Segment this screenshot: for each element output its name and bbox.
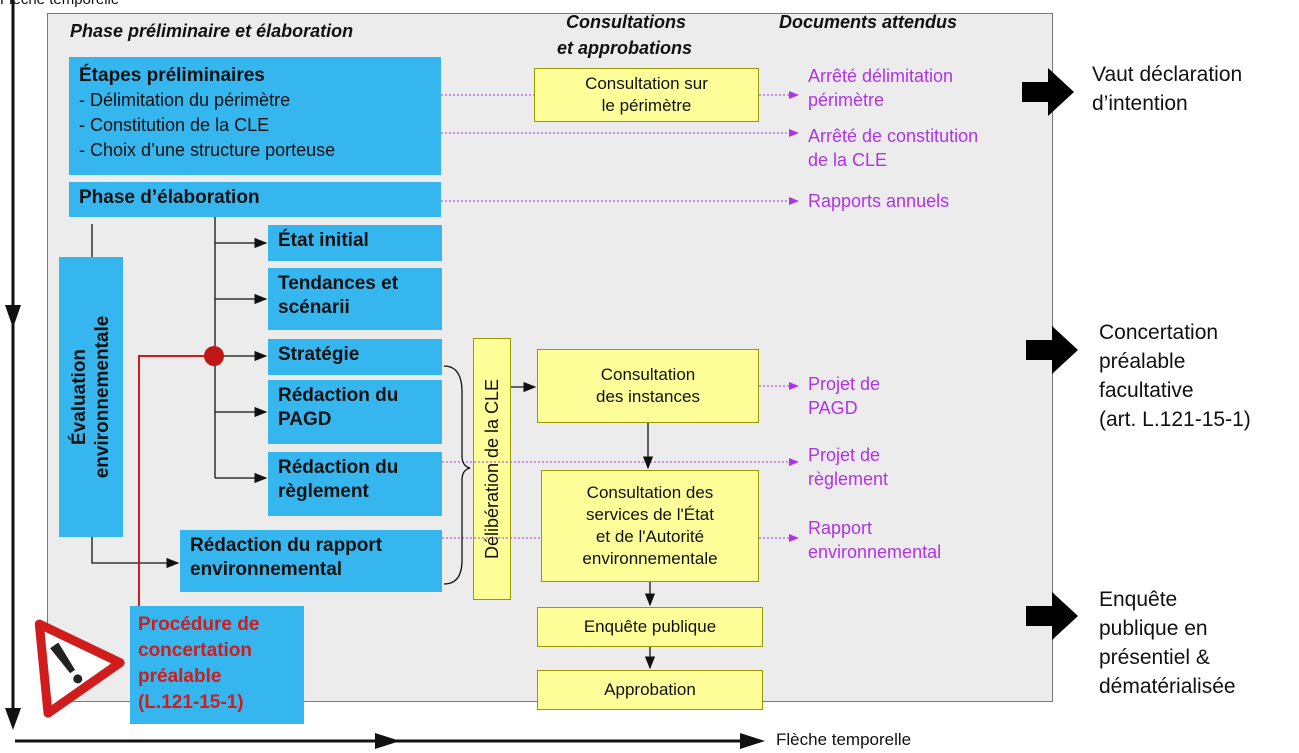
step-rapport-environnemental: Rédaction du rapport environnemental xyxy=(180,530,442,592)
concertation-line4: (L.121-15-1) xyxy=(138,692,244,713)
header-documents: Documents attendus xyxy=(779,12,958,32)
doc-rapports-annuels: Rapports annuels xyxy=(808,191,950,211)
note-concertation-prealable: Concertation préalable facultative (art.… xyxy=(1099,318,1251,434)
note-concert-line1: Concertation xyxy=(1099,321,1219,344)
consultation-services-line4: environnementale xyxy=(582,549,718,568)
doc-projet-reglement: Projet de règlement xyxy=(808,443,888,491)
consultation-services-box: Consultation des services de l'État et d… xyxy=(541,470,759,582)
consultation-services-line2: services de l'État xyxy=(586,505,714,524)
consultation-instances-line2: des instances xyxy=(596,387,700,406)
step-etat-initial: État initial xyxy=(268,225,442,261)
top-left-time-label: Flèche temporelle xyxy=(0,0,119,8)
concertation-procedure-box: Procédure de concertation préalable (L.1… xyxy=(130,606,304,724)
concertation-red-link xyxy=(138,355,213,606)
prelim-item: - Délimitation du périmètre xyxy=(79,90,291,110)
step-tendances-line2: scénarii xyxy=(278,297,350,318)
time-arrowhead-horizontal-2 xyxy=(740,733,765,749)
approbation-box: Approbation xyxy=(537,670,763,710)
deliberation-cle-box: Délibération de la CLE xyxy=(473,338,511,600)
concertation-line3: préalable xyxy=(138,666,222,687)
doc-rapport-environnemental: Rapport environnemental xyxy=(808,516,941,564)
note-vaut-line1: Vaut déclaration xyxy=(1092,63,1243,86)
note-concert-line3: facultative xyxy=(1099,379,1194,402)
consultation-services-line1: Consultation des xyxy=(586,483,714,502)
doc-arrete-constitution: Arrêté de constitution de la CLE xyxy=(808,124,978,172)
prelim-item: - Constitution de la CLE xyxy=(79,115,270,135)
note-enquete-line3: présentiel & xyxy=(1099,646,1210,669)
evaluation-to-rapport xyxy=(91,224,178,563)
consultation-instances-box: Consultation des instances xyxy=(537,349,759,423)
side-arrow-enquete xyxy=(1026,592,1078,640)
step-redaction-reglement: Rédaction du règlement xyxy=(268,452,442,516)
step-rapport-line1: Rédaction du rapport xyxy=(190,535,383,556)
phase-elaboration-box: Phase d’élaboration xyxy=(69,182,441,217)
note-vaut-line2: d’intention xyxy=(1092,92,1188,115)
note-enquete-publique: Enquête publique en présentiel & dématér… xyxy=(1099,585,1236,701)
step-pagd-line2: PAGD xyxy=(278,409,332,430)
step-tendances-line1: Tendances et xyxy=(278,273,399,294)
step-tendances: Tendances et scénarii xyxy=(268,268,442,330)
concertation-line1: Procédure de xyxy=(138,614,260,635)
side-arrow-declaration xyxy=(1022,68,1074,116)
prelim-steps-box: Étapes préliminaires - Délimitation du p… xyxy=(69,57,441,175)
doc-projet-pagd: Projet de PAGD xyxy=(808,372,880,420)
prelim-item: - Choix d’une structure porteuse xyxy=(79,140,336,160)
note-enquete-line4: dématérialisée xyxy=(1099,675,1236,698)
doc-arrete-const-line1: Arrêté de constitution xyxy=(808,126,979,146)
header-phase: Phase préliminaire et élaboration xyxy=(70,21,354,41)
note-concert-line2: préalable xyxy=(1099,350,1186,373)
deliberation-brace xyxy=(443,365,471,585)
header-consultations-line1: Consultations xyxy=(566,12,686,32)
header-consultations-line2: et approbations xyxy=(557,38,693,58)
consultation-perimetre-line1: Consultation sur xyxy=(585,74,708,93)
step-rapport-line2: environnemental xyxy=(190,559,343,580)
doc-projet-reg-line2: règlement xyxy=(808,469,889,489)
concertation-junction-dot xyxy=(204,346,224,366)
doc-arrete-delim-line2: périmètre xyxy=(808,90,885,110)
note-vaut-declaration: Vaut déclaration d’intention xyxy=(1092,60,1242,118)
consultation-perimetre-line2: le périmètre xyxy=(601,96,692,115)
doc-arrete-delimitation: Arrêté délimitation périmètre xyxy=(808,64,953,112)
step-redaction-pagd: Rédaction du PAGD xyxy=(268,380,442,444)
doc-arrete-delim-line1: Arrêté délimitation xyxy=(808,66,954,86)
doc-rapport-env-line1: Rapport xyxy=(808,518,873,538)
enquete-publique-box: Enquête publique xyxy=(537,607,763,647)
doc-projet-reg-line1: Projet de xyxy=(808,445,881,465)
time-arrowhead-horizontal-1 xyxy=(375,733,400,749)
side-arrow-concertation xyxy=(1026,326,1078,374)
doc-projet-pagd-line1: Projet de xyxy=(808,374,881,394)
consultation-services-line3: et de l'Autorité xyxy=(595,527,705,546)
bottom-time-label: Flèche temporelle xyxy=(776,730,912,749)
step-reglement-line2: règlement xyxy=(278,481,369,502)
concertation-line2: concertation xyxy=(138,640,253,661)
doc-arrete-const-line2: de la CLE xyxy=(808,150,888,170)
time-arrowhead-vertical-1 xyxy=(5,305,21,328)
consultation-instances-line1: Consultation xyxy=(600,365,696,384)
note-concert-line4: (art. L.121-15-1) xyxy=(1099,408,1251,431)
evaluation-environnementale-box: Évaluation environnementale xyxy=(59,257,123,537)
doc-projet-pagd-line2: PAGD xyxy=(808,398,858,418)
prelim-title: Étapes préliminaires xyxy=(79,65,265,86)
doc-rapport-env-line2: environnemental xyxy=(808,542,942,562)
step-strategie: Stratégie xyxy=(268,339,442,375)
step-reglement-line1: Rédaction du xyxy=(278,457,399,478)
consultation-perimetre-box: Consultation sur le périmètre xyxy=(534,68,759,122)
warning-sign-icon xyxy=(34,619,125,718)
step-pagd-line1: Rédaction du xyxy=(278,385,399,406)
note-enquete-line1: Enquête xyxy=(1099,588,1178,611)
time-arrowhead-vertical-2 xyxy=(5,708,21,730)
note-enquete-line2: publique en xyxy=(1099,617,1208,640)
